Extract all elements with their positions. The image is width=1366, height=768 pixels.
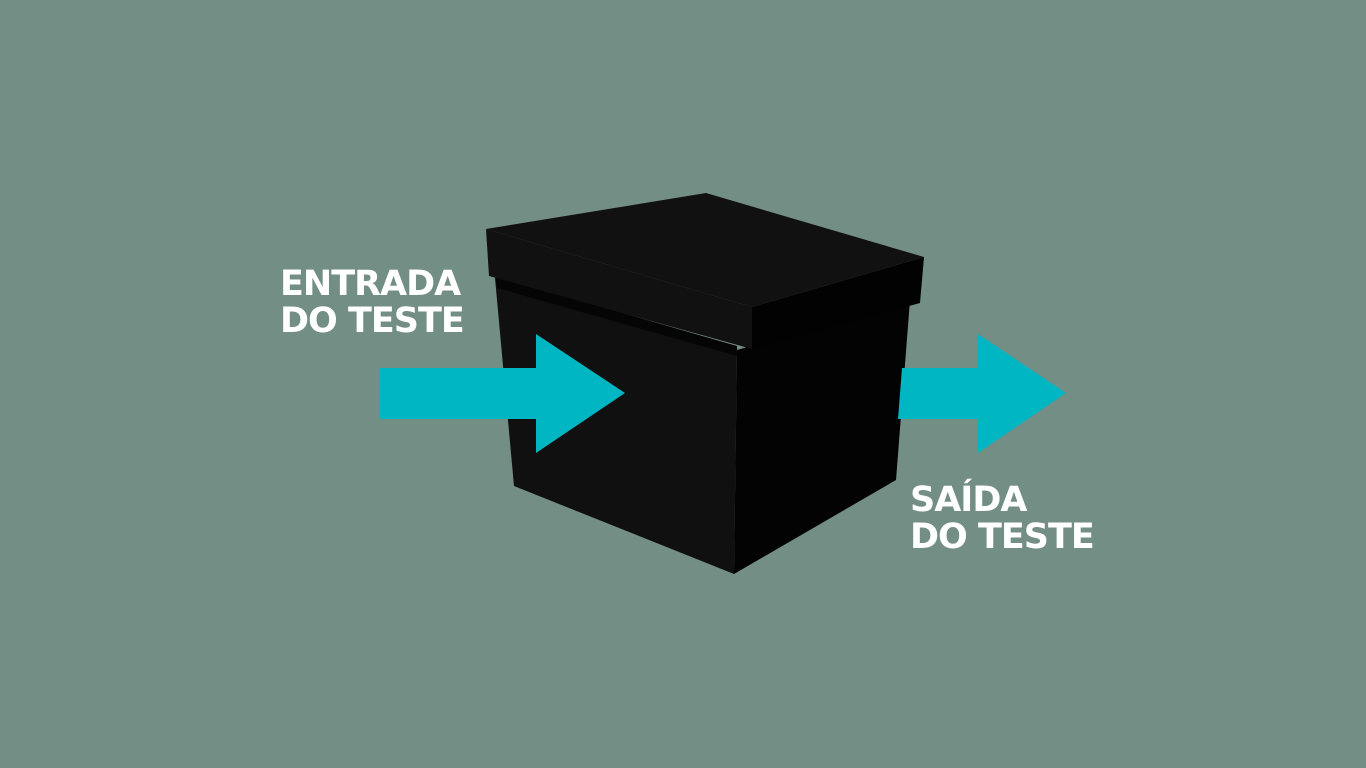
output-arrow bbox=[898, 334, 1066, 453]
input-label: ENTRADA DO TESTE bbox=[280, 264, 465, 341]
output-label: SAÍDA DO TESTE bbox=[910, 480, 1095, 557]
input-label-line1: ENTRADA bbox=[280, 264, 461, 304]
input-arrow bbox=[380, 334, 625, 453]
output-label-line2: DO TESTE bbox=[910, 517, 1095, 557]
input-label-line2: DO TESTE bbox=[280, 301, 465, 341]
output-label-line1: SAÍDA bbox=[910, 480, 1027, 520]
